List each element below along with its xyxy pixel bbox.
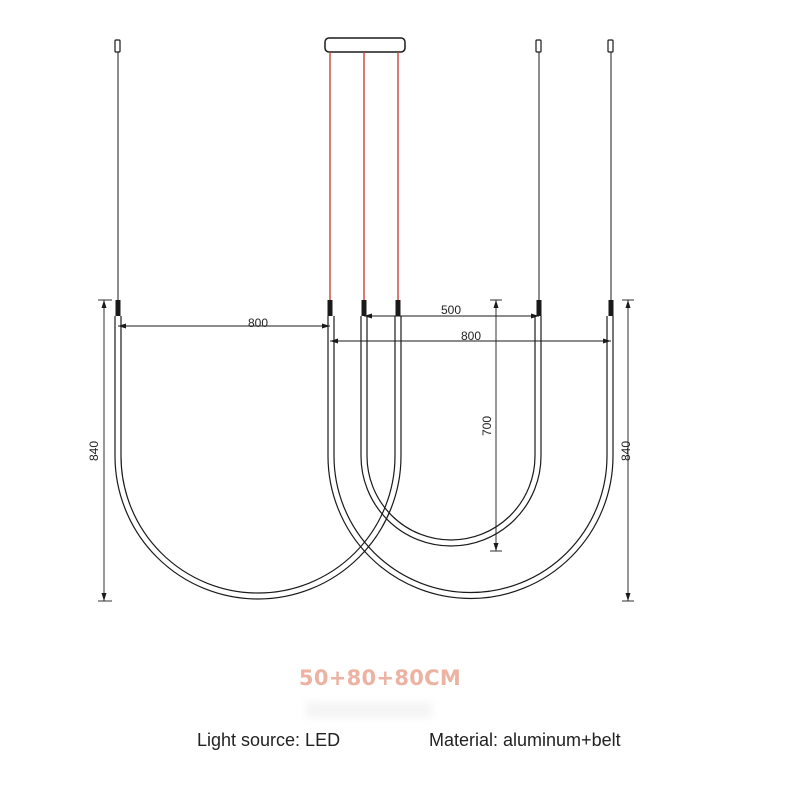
connector-caps: [115, 300, 614, 316]
faded-subtitle: [306, 702, 432, 718]
arrowhead: [531, 313, 539, 319]
arrowhead: [493, 543, 499, 551]
light-rings: [114, 316, 614, 600]
power-cords: [329, 52, 399, 302]
dimension-label-width-small: 500: [441, 303, 461, 317]
arrowhead: [625, 593, 631, 601]
arrowhead: [101, 593, 107, 601]
dimension-lines: [98, 299, 634, 602]
dimension-arrows: [101, 300, 631, 601]
small-ring: [366, 316, 536, 541]
arrowhead: [118, 323, 126, 329]
connector-cap: [395, 300, 401, 316]
connector-cap: [608, 300, 614, 316]
dimension-label-width-right: 800: [461, 329, 481, 343]
large-ring-right: [327, 316, 614, 600]
connector-cap: [536, 300, 542, 316]
wire-anchor: [114, 39, 121, 53]
size-title: 50+80+80CM: [298, 666, 462, 690]
light-source-spec: Light source: LED: [197, 730, 341, 750]
wire-anchor: [607, 39, 614, 53]
material-spec: Material: aluminum+belt: [429, 730, 621, 750]
connector-cap: [327, 300, 333, 316]
dimension-label-height-right: 840: [619, 441, 633, 461]
wire-anchors: [114, 39, 614, 53]
arrowhead: [625, 300, 631, 308]
dimension-label-width-left: 800: [248, 316, 268, 330]
arrowhead: [322, 323, 330, 329]
suspension-wires: [117, 52, 612, 302]
arrowhead: [364, 313, 372, 319]
large-ring-left: [114, 316, 402, 600]
arrowhead: [493, 300, 499, 308]
arrowhead: [101, 300, 107, 308]
dimension-label-height-left: 840: [87, 441, 101, 461]
ceiling-canopy: [324, 37, 406, 53]
connector-cap: [115, 300, 121, 316]
large-ring-left: [120, 316, 396, 594]
large-ring-right: [333, 316, 608, 594]
connector-cap: [361, 300, 367, 316]
wire-anchor: [535, 39, 542, 53]
arrowhead: [603, 338, 611, 344]
arrowhead: [330, 338, 338, 344]
dimension-label-height-small: 700: [480, 416, 494, 436]
small-ring: [360, 316, 542, 547]
